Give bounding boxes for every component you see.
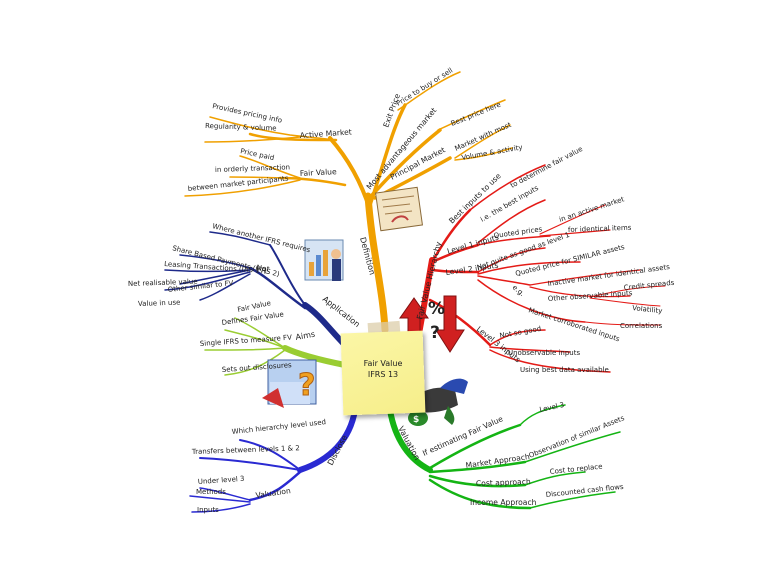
disclose-branch-lines (189, 407, 358, 513)
cost-to-replace: Cost to replace (549, 463, 602, 476)
svg-text:?: ? (430, 323, 440, 343)
best-price-here: Best price here (450, 101, 502, 128)
level1-label: Level 1 inputs (446, 233, 500, 256)
correlations: Correlations (620, 322, 663, 330)
aims-branch-lines (204, 317, 348, 376)
valuation-branch-lines (387, 404, 621, 510)
observation-similar: Observation of similar Assets (528, 414, 626, 460)
active-market-l1: in an active market (558, 195, 625, 224)
best-inputs-label: Best inputs to use (447, 171, 503, 225)
fair-value-def-label: Fair Value (300, 167, 338, 178)
central-title: Fair Value (363, 359, 403, 368)
disclose-valuation-label: Valuation (255, 486, 291, 500)
where-another-ifrs: Where another IFRS requires (212, 222, 312, 254)
price-to-buy-sell: Price to buy or sell (395, 66, 454, 107)
defines-fair-value: Defines Fair Value (221, 310, 284, 327)
chart-person-icon (304, 239, 344, 281)
orderly-transaction: in orderly transaction (215, 163, 290, 174)
central-subtitle: IFRS 13 (367, 370, 399, 379)
market-approach-label: Market Approach (465, 452, 530, 470)
market-corroborated: Market corroborated inputs (527, 306, 621, 343)
eg-label: e.g. (511, 283, 526, 298)
level3-val: Level 3 (539, 401, 565, 414)
transfers-levels: Transfers between levels 1 & 2 (191, 444, 300, 456)
provides-pricing-info: Provides pricing info (212, 102, 283, 125)
svg-text:$: $ (413, 415, 419, 425)
cost-approach-label: Cost approach (476, 477, 531, 488)
net-realisable-value: Net realisable value (128, 278, 198, 288)
svg-text:%: % (428, 299, 445, 319)
inputs: Inputs (197, 506, 219, 514)
under-level3: Under level 3 (198, 475, 245, 486)
active-market-label: Active Market (300, 127, 353, 140)
most-advantageous-label: Most advantageous market (365, 106, 439, 191)
identical-items: for identical items (568, 224, 632, 234)
scroll-icon (374, 186, 424, 232)
price-paid: Price paid (240, 147, 275, 162)
svg-text:?: ? (298, 368, 315, 403)
unobservable-inputs: Unobservable inputs (508, 349, 580, 357)
not-so-good: Not so good (499, 325, 542, 340)
regularity-volume: Regularity & volume (205, 122, 277, 132)
aims-label: Aims (295, 330, 316, 342)
question-box-icon: ? (262, 359, 317, 408)
central-topic: Fair Value IFRS 13 (342, 358, 424, 380)
value-in-use: Value in use (138, 299, 181, 308)
credit-spreads: Credit spreads (623, 279, 675, 292)
other-observable: Other observable inputs (548, 289, 633, 303)
disclose-label: Disclose (326, 433, 350, 467)
volatility: Volatility (632, 304, 663, 315)
hierarchy-level-used: Which hierarchy level used (231, 418, 326, 436)
income-approach-label: Income Approach (470, 498, 537, 507)
best-data-available: Using best data available (520, 366, 609, 374)
methods: Methods (196, 488, 226, 496)
definition-branch-lines (184, 71, 513, 334)
not-label: Not (256, 263, 270, 274)
